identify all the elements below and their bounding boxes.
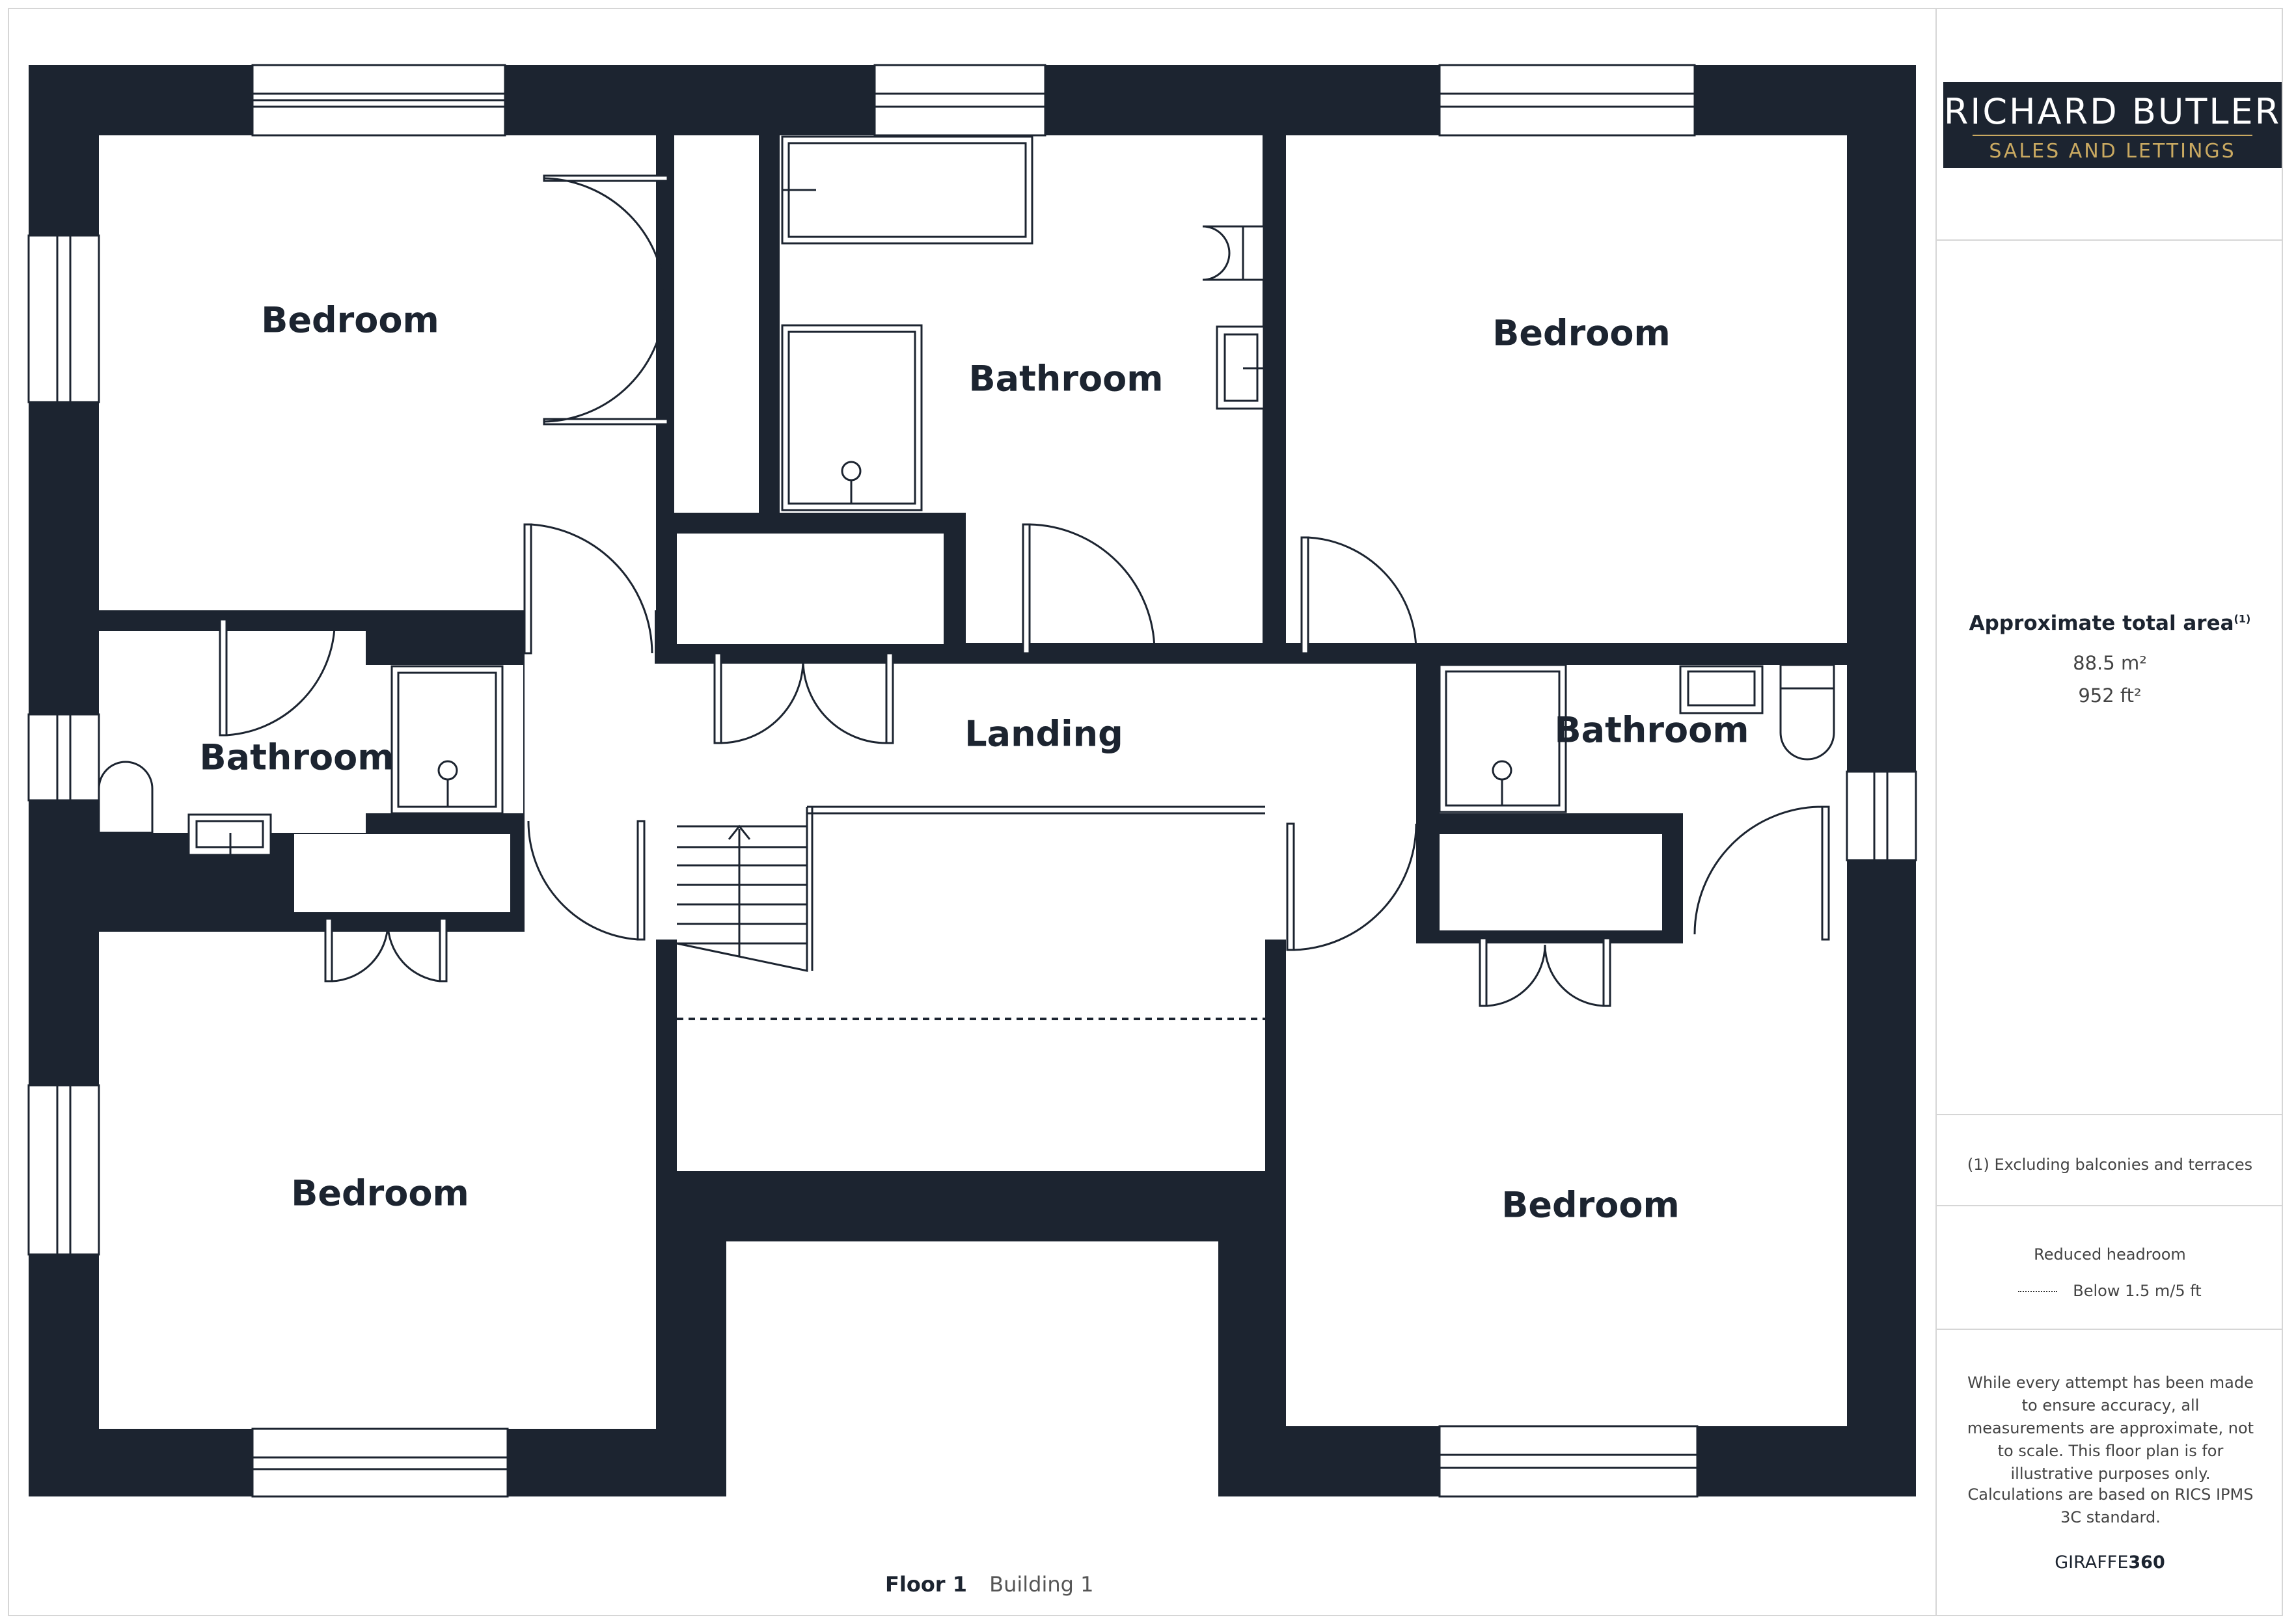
shower-w xyxy=(390,665,504,815)
door xyxy=(1693,805,1830,941)
door xyxy=(324,917,389,982)
dotted-line-legend-icon xyxy=(2018,1291,2058,1292)
staircase xyxy=(676,805,1265,972)
divider xyxy=(1937,1114,2283,1115)
room-label-bathroom-w: Bathroom xyxy=(199,737,394,778)
bathroom-e-hall-floor xyxy=(1683,813,1847,943)
bath xyxy=(781,135,1033,245)
headroom-title: Reduced headroom xyxy=(2034,1245,2186,1264)
cupboard-w-floor xyxy=(294,834,510,912)
window xyxy=(251,64,506,137)
floor-label: Floor 1 xyxy=(885,1572,967,1597)
door xyxy=(387,917,448,982)
building-label: Building 1 xyxy=(989,1572,1094,1597)
room-label-bathroom-top: Bathroom xyxy=(968,358,1164,399)
window xyxy=(27,234,100,403)
room-label-bathroom-e: Bathroom xyxy=(1554,709,1749,751)
door xyxy=(1286,822,1417,951)
window xyxy=(873,64,1046,137)
company-logo: RICHARD BUTLER SALES AND LETTINGS xyxy=(1943,82,2282,168)
basin-w xyxy=(187,813,272,856)
window xyxy=(1846,770,1917,861)
divider xyxy=(1937,1329,2283,1330)
stair-void-floor xyxy=(677,807,1265,1171)
window xyxy=(27,713,100,802)
shower-top xyxy=(781,324,923,511)
logo-name: RICHARD BUTLER xyxy=(1943,91,2282,132)
room-label-bedroom-ne: Bedroom xyxy=(1492,312,1671,354)
door xyxy=(1544,937,1611,1007)
basin-e xyxy=(1679,665,1764,714)
toilet-e xyxy=(1779,664,1835,761)
door xyxy=(1479,937,1546,1007)
door xyxy=(219,618,336,737)
page-frame xyxy=(8,8,2283,1616)
basin-top xyxy=(1216,325,1265,410)
divider xyxy=(1937,239,2283,241)
bedroom-sw-floor-2 xyxy=(525,813,655,937)
headroom-legend: Below 1.5 m/5 ft xyxy=(1937,1282,2283,1300)
landing-floor-2 xyxy=(525,610,655,675)
toilet-w xyxy=(98,761,154,837)
room-label-landing: Landing xyxy=(964,713,1123,755)
giraffe360-brand: GIRAFFE360 xyxy=(2055,1552,2165,1573)
area-ft2: 952 ft² xyxy=(2078,684,2142,707)
doors xyxy=(219,174,1830,1007)
cupboard-e-floor xyxy=(1440,834,1662,930)
room-label-bedroom-nw: Bedroom xyxy=(261,299,439,341)
door xyxy=(543,174,669,301)
info-sidebar: RICHARD BUTLER SALES AND LETTINGS Approx… xyxy=(1935,8,2283,1616)
area-m2: 88.5 m² xyxy=(2073,652,2147,674)
door xyxy=(802,652,894,744)
bedroom-ne-floor xyxy=(1286,135,1847,643)
door xyxy=(1300,536,1417,655)
window xyxy=(1438,1425,1699,1498)
bathroom-top-floor-2 xyxy=(966,513,1263,643)
area-title: Approximate total area(1) xyxy=(1969,612,2251,635)
logo-subtitle: SALES AND LETTINGS xyxy=(1989,140,2236,163)
window xyxy=(251,1428,509,1498)
shower-e xyxy=(1438,664,1567,813)
fixtures xyxy=(98,135,1835,856)
room-label-bedroom-sw: Bedroom xyxy=(291,1172,469,1214)
door xyxy=(543,300,669,426)
linen-cupboard-floor xyxy=(677,534,944,644)
bedroom-se-floor-2 xyxy=(1286,813,1416,943)
disclaimer: While every attempt has been made to ens… xyxy=(1967,1374,2254,1483)
windows xyxy=(27,64,1917,1498)
wardrobe-nw-floor xyxy=(674,135,759,513)
door xyxy=(713,652,804,744)
room-label-bedroom-se: Bedroom xyxy=(1501,1184,1680,1226)
toilet-top xyxy=(1202,225,1265,281)
logo-rule xyxy=(1973,135,2252,136)
divider xyxy=(1937,1205,2283,1206)
bedroom-sw-floor xyxy=(99,932,656,1429)
door xyxy=(1022,523,1156,655)
calculation-note: Calculations are based on RICS IPMS 3C s… xyxy=(1967,1485,2254,1526)
bedroom-nw-floor xyxy=(99,135,656,610)
window xyxy=(27,1084,100,1256)
exclusion-note: (1) Excluding balconies and terraces xyxy=(1967,1156,2253,1174)
footnote-mark: (1) xyxy=(2234,612,2251,625)
bedroom-se-floor xyxy=(1286,943,1847,1426)
floor-plan xyxy=(27,64,1917,1498)
floor-caption: Floor 1 Building 1 xyxy=(885,1572,1094,1597)
window xyxy=(1438,64,1696,137)
door xyxy=(527,820,646,941)
door xyxy=(523,523,653,655)
